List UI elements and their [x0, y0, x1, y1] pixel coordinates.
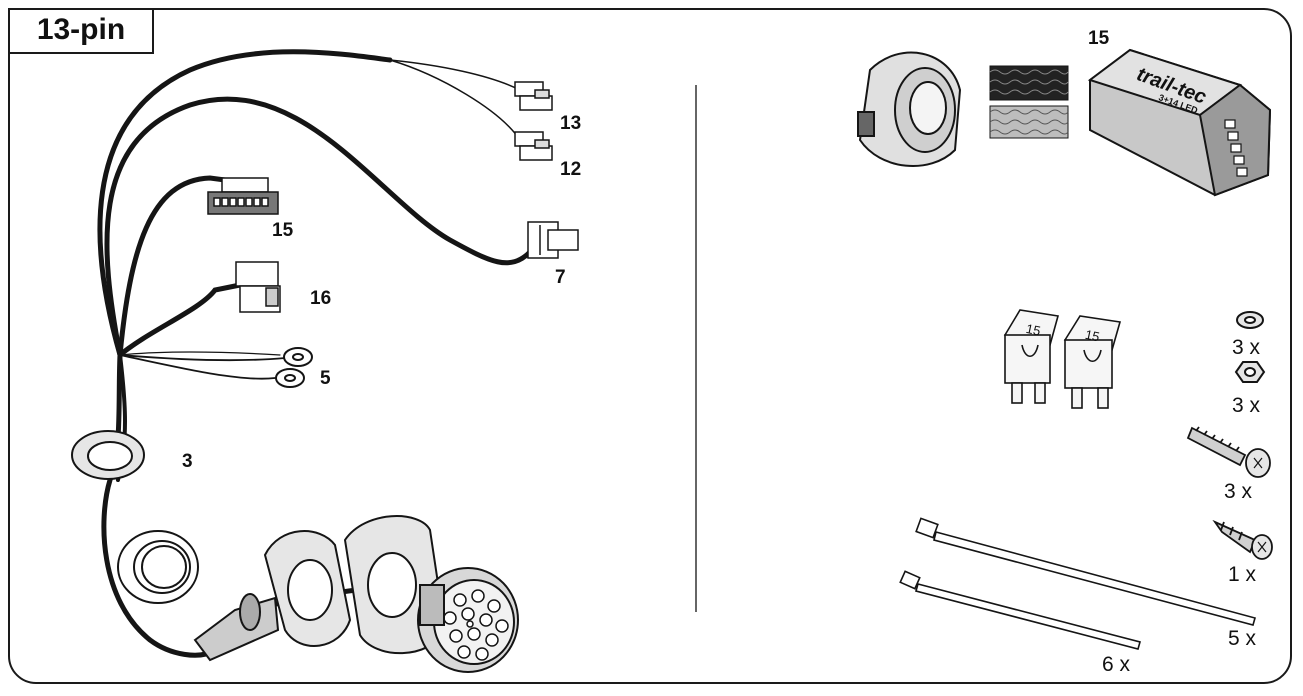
screw: [1212, 519, 1273, 560]
qty-bolt: 3 x: [1224, 480, 1253, 503]
cable-tie-long: [915, 517, 1256, 626]
foam-pads: [989, 65, 1069, 139]
mounting-plates: [263, 515, 447, 655]
fuses: [1003, 309, 1122, 409]
diagram-frame: [8, 8, 1292, 684]
label-7: 7: [555, 267, 566, 288]
bolt: [1186, 426, 1271, 478]
rubber-seal: [117, 530, 199, 604]
label-5: 5: [320, 368, 331, 389]
connector-16: [235, 261, 281, 313]
label-15-module: 15: [1088, 28, 1110, 49]
connector-13: [514, 81, 553, 111]
nut: [1234, 361, 1266, 383]
qty-screw: 1 x: [1228, 563, 1257, 586]
label-13: 13: [560, 113, 582, 134]
fuse-2: [1063, 315, 1122, 409]
label-3: 3: [182, 451, 193, 472]
qty-washer: 3 x: [1232, 336, 1261, 359]
grommet-3: [71, 430, 145, 480]
socket-13pin: [417, 567, 519, 673]
pin-type-title: 13-pin: [8, 8, 154, 54]
fuse-1-rating: 15: [1025, 321, 1042, 339]
qty-tie-short: 6 x: [1102, 653, 1131, 676]
label-15-harness: 15: [272, 220, 294, 241]
ground-terminals-5: [275, 347, 313, 388]
connector-7: [527, 221, 579, 259]
qty-tie-long: 5 x: [1228, 627, 1257, 650]
socket-housing: [857, 51, 962, 167]
qty-nut: 3 x: [1232, 394, 1261, 417]
cable-boot: [193, 593, 280, 662]
trail-tec-module: [1087, 48, 1272, 197]
washer: [1236, 311, 1264, 329]
fuse-2-rating: 15: [1084, 327, 1101, 345]
fuse-1: [1003, 309, 1060, 404]
connector-15-plug: [207, 177, 279, 215]
label-12: 12: [560, 159, 582, 180]
label-16: 16: [310, 288, 332, 309]
connector-12: [514, 131, 553, 161]
cable-tie-short: [899, 570, 1141, 650]
